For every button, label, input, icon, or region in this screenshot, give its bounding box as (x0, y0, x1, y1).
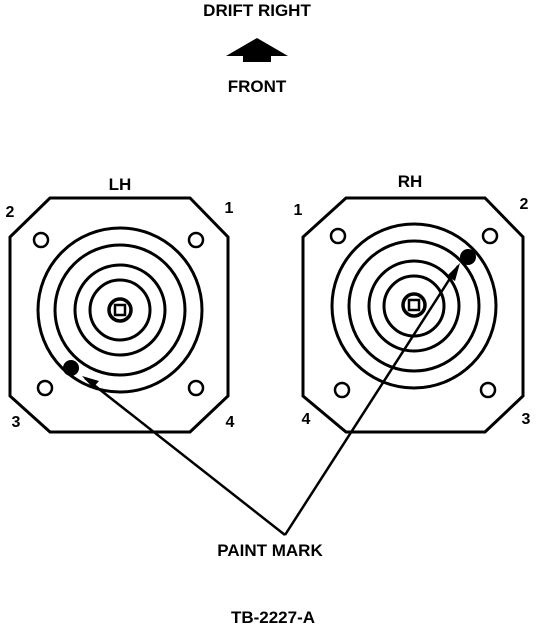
paint-mark-leaders (82, 263, 460, 536)
bolt-hole (479, 381, 497, 399)
bolt-hole (187, 379, 205, 397)
hub-ring (88, 278, 152, 342)
bolt-hole (187, 231, 205, 249)
paint-mark-label: PAINT MARK (217, 541, 323, 560)
bolt-hole (333, 381, 351, 399)
right-hub: RH 1 2 4 3 (294, 172, 531, 434)
left-hub-label: LH (109, 175, 132, 194)
paint-mark-dot (63, 360, 79, 376)
corner-number: 1 (225, 200, 234, 217)
center-stud-square (113, 303, 127, 317)
corner-number: 4 (302, 411, 311, 428)
corner-number: 2 (6, 204, 15, 221)
hub-ring (367, 259, 461, 353)
figure-id: TB-2227-A (231, 608, 315, 627)
leader-line-left (84, 377, 286, 536)
corner-number: 1 (294, 202, 303, 219)
bolt-hole (481, 227, 499, 245)
corner-number: 4 (226, 414, 235, 431)
left-hub-flange (8, 196, 230, 434)
right-hub-flange (301, 196, 525, 434)
right-hub-label: RH (398, 172, 423, 191)
diagram-title: DRIFT RIGHT (203, 1, 311, 20)
bolt-hole (32, 231, 50, 249)
hub-ring (73, 263, 167, 357)
hub-ring (36, 226, 204, 394)
paint-mark-dot (460, 249, 476, 265)
arrowhead-right (447, 263, 460, 281)
leader-line-right (283, 265, 460, 536)
hub-ring (382, 274, 446, 338)
front-label: FRONT (228, 77, 287, 96)
corner-number: 3 (12, 414, 21, 431)
left-hub: LH 2 1 3 4 (6, 175, 235, 434)
corner-number: 2 (520, 196, 529, 213)
arrowhead-left (82, 376, 99, 388)
corner-number: 3 (522, 411, 531, 428)
center-stud (401, 292, 427, 318)
bolt-hole (329, 227, 347, 245)
bolt-hole (36, 379, 54, 397)
center-stud-square (407, 298, 421, 312)
hub-ring (330, 222, 498, 390)
center-stud (107, 297, 133, 323)
hub-ring (53, 243, 187, 377)
hub-ring (347, 239, 481, 373)
up-arrow-icon (226, 38, 288, 62)
